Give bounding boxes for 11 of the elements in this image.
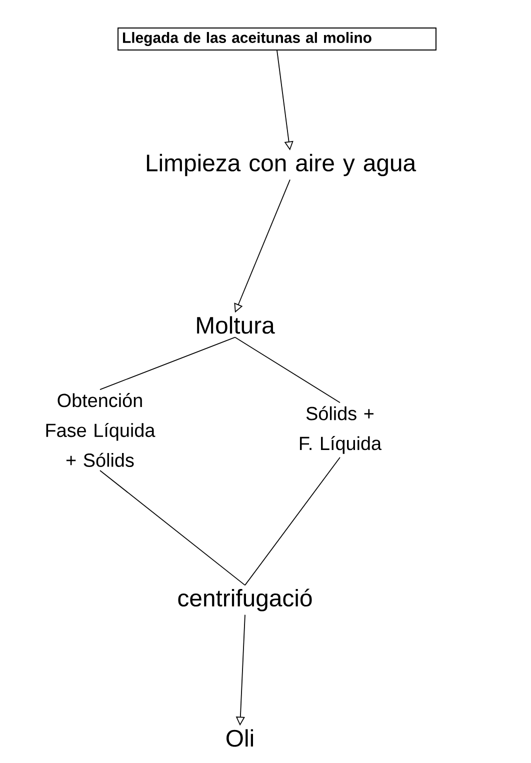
step-text: Obtención Fase Líquida + Sólids	[46, 393, 156, 467]
process-box: Llegada de las aceitunas al molino	[118, 28, 436, 50]
step-text: Limpieza con aire y agua	[146, 154, 416, 176]
connector-line	[100, 470, 246, 586]
step-text: Moltura	[197, 316, 275, 334]
connector-line	[244, 456, 340, 586]
step-text: Oli	[226, 729, 253, 747]
step-text: Sólids + F. Líquida	[300, 406, 382, 454]
connector-line	[100, 336, 236, 390]
connector-line	[234, 336, 340, 404]
step-text: centrifugació	[178, 588, 312, 612]
